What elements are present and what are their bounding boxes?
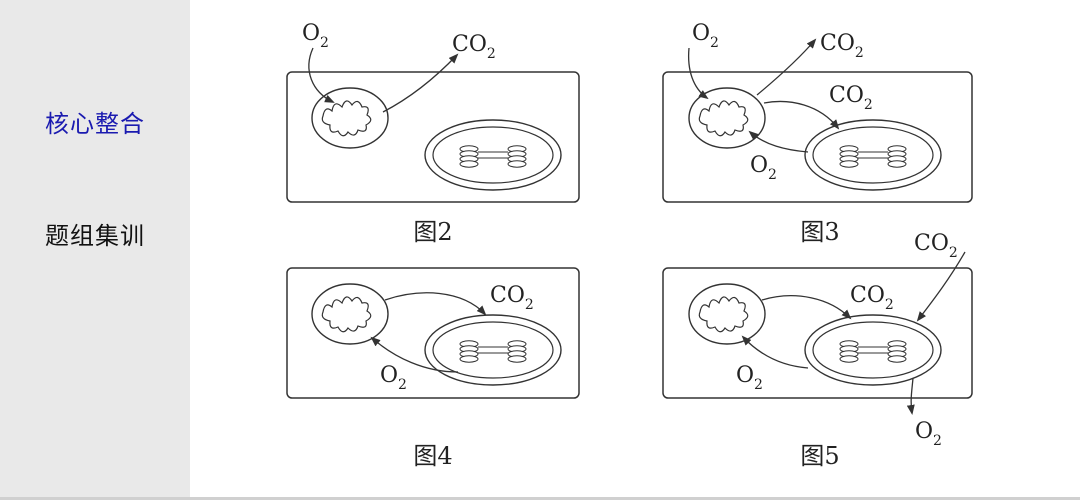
figure-2: O2 CO2 图2 <box>286 21 580 246</box>
figure-caption: 图5 <box>800 442 839 470</box>
figure-caption: 图2 <box>413 218 452 246</box>
co2-mid-label: CO2 <box>829 83 873 113</box>
mitochondrion-icon <box>311 283 389 345</box>
co2-to-chloroplast-arrow <box>384 292 487 316</box>
co2-in-arrow <box>916 251 966 322</box>
chloroplast-icon <box>424 119 562 191</box>
co2-out-arrow <box>382 53 459 113</box>
sidebar-item-group-training[interactable]: 题组集训 <box>45 222 145 250</box>
o2-label: O2 <box>302 21 329 51</box>
co2-in-label: CO2 <box>914 231 958 261</box>
o2-mid-label: O2 <box>750 153 777 183</box>
sidebar: 核心整合 题组集训 <box>0 0 190 500</box>
figure-caption: 图4 <box>413 442 452 470</box>
co2-to-chloroplast-arrow <box>763 100 840 130</box>
figure-4: CO2 O2 图4 <box>286 267 580 470</box>
co2-out-label: CO2 <box>820 31 864 61</box>
o2-to-mitochondrion-arrow <box>370 336 459 373</box>
o2-to-mitochondrion-arrow <box>741 335 809 369</box>
o2-out-label: O2 <box>915 419 942 449</box>
sidebar-item-core-integration[interactable]: 核心整合 <box>45 110 145 138</box>
co2-label: CO2 <box>490 283 534 313</box>
chloroplast-icon <box>804 314 942 386</box>
co2-out-arrow <box>756 38 817 96</box>
chloroplast-icon <box>424 314 562 386</box>
o2-out-arrow <box>906 377 915 415</box>
chloroplast-icon <box>804 119 942 191</box>
mitochondrion-icon <box>688 283 766 345</box>
mitochondrion-icon <box>311 87 389 149</box>
o2-in-arrow <box>687 47 709 100</box>
figure-3: O2 CO2 CO2 O2 图3 <box>662 21 973 246</box>
bottom-divider <box>0 497 1080 500</box>
o2-mid-label: O2 <box>736 363 763 393</box>
co2-mid-label: CO2 <box>850 283 894 313</box>
figure-5: CO2 CO2 O2 O2 图5 <box>662 231 973 470</box>
o2-in-label: O2 <box>692 21 719 51</box>
o2-to-mitochondrion-arrow <box>748 130 809 153</box>
o2-in-arrow <box>308 47 335 103</box>
co2-label: CO2 <box>452 32 496 62</box>
mitochondrion-icon <box>688 87 766 149</box>
figure-caption: 图3 <box>800 218 839 246</box>
o2-label: O2 <box>380 363 407 393</box>
co2-to-chloroplast-arrow <box>761 295 852 320</box>
